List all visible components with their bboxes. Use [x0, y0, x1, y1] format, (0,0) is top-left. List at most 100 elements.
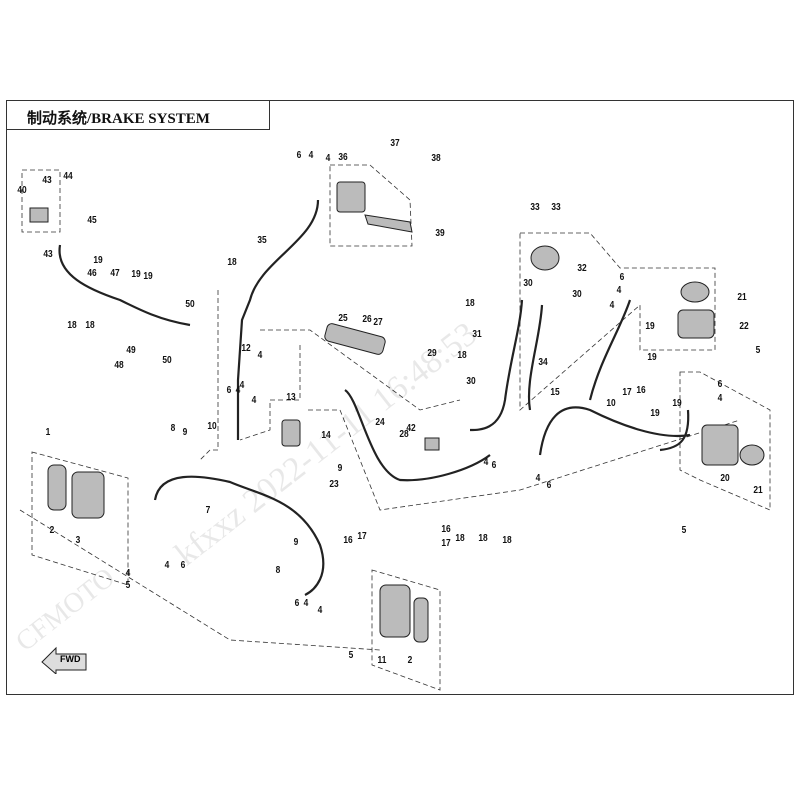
callout-49: 49 — [126, 344, 136, 356]
callout-14: 14 — [321, 429, 331, 441]
callout-19: 19 — [143, 270, 153, 282]
components — [29, 181, 765, 643]
rear-pad-upper-icon — [680, 281, 710, 303]
callout-1: 1 — [45, 426, 51, 438]
callout-30: 30 — [466, 375, 476, 387]
callout-18: 18 — [455, 532, 465, 544]
callout-12: 12 — [241, 342, 251, 354]
callout-21: 21 — [737, 291, 747, 303]
callout-19: 19 — [645, 320, 655, 332]
callout-9: 9 — [182, 426, 188, 438]
callout-45: 45 — [87, 214, 97, 226]
callout-4: 4 — [717, 392, 723, 404]
brake-pad-icon — [413, 597, 429, 643]
callout-7: 7 — [205, 504, 211, 516]
callout-19: 19 — [647, 351, 657, 363]
callout-19: 19 — [131, 268, 141, 280]
front-left-caliper-group — [31, 451, 129, 586]
callout-50: 50 — [185, 298, 195, 310]
front-right-caliper-icon — [379, 584, 411, 638]
callout-19: 19 — [650, 407, 660, 419]
callout-11: 11 — [377, 654, 387, 666]
callout-15: 15 — [550, 386, 560, 398]
fwd-arrow: FWD — [40, 644, 90, 679]
callout-5: 5 — [681, 524, 687, 536]
callout-30: 30 — [523, 277, 533, 289]
callout-2: 2 — [49, 524, 55, 536]
callout-16: 16 — [343, 534, 353, 546]
callout-35: 35 — [257, 234, 267, 246]
callout-6: 6 — [180, 559, 186, 571]
callout-17: 17 — [441, 537, 451, 549]
callout-5: 5 — [125, 579, 131, 591]
callout-32: 32 — [577, 262, 587, 274]
front-right-caliper-group — [371, 569, 441, 691]
callout-4: 4 — [125, 567, 131, 579]
callout-4: 4 — [616, 284, 622, 296]
callout-48: 48 — [114, 359, 124, 371]
callout-30: 30 — [572, 288, 582, 300]
hose-15 — [538, 406, 691, 456]
brake-pad-icon — [47, 464, 67, 511]
rear-caliper-lower-icon — [701, 424, 739, 466]
callout-4: 4 — [609, 299, 615, 311]
callout-6: 6 — [619, 271, 625, 283]
callout-9: 9 — [293, 536, 299, 548]
callout-9: 9 — [337, 462, 343, 474]
rear-caliper-upper-icon — [677, 309, 715, 339]
cable-handbrake — [58, 244, 191, 327]
callout-24: 24 — [375, 416, 385, 428]
callout-6: 6 — [226, 384, 232, 396]
callout-19: 19 — [672, 397, 682, 409]
callout-23: 23 — [329, 478, 339, 490]
callout-4: 4 — [535, 472, 541, 484]
callout-4: 4 — [239, 379, 245, 391]
arrow-icon — [41, 646, 87, 676]
callout-8: 8 — [275, 564, 281, 576]
callout-17: 17 — [357, 530, 367, 542]
callout-4: 4 — [303, 597, 309, 609]
master-cylinder-group — [329, 164, 413, 247]
hose-34 — [527, 304, 544, 411]
callout-5: 5 — [755, 344, 761, 356]
callout-37: 37 — [390, 137, 400, 149]
callout-50: 50 — [162, 354, 172, 366]
brake-lever-icon — [364, 214, 413, 233]
callout-18: 18 — [502, 534, 512, 546]
callout-39: 39 — [435, 227, 445, 239]
hose-rear-lower — [659, 409, 690, 452]
callout-46: 46 — [87, 267, 97, 279]
callout-18: 18 — [67, 319, 77, 331]
callout-20: 20 — [720, 472, 730, 484]
callout-2: 2 — [407, 654, 413, 666]
brake-hoses — [58, 199, 691, 596]
callout-4: 4 — [251, 394, 257, 406]
rear-pad-lower-icon — [739, 444, 765, 466]
callout-29: 29 — [427, 347, 437, 359]
callout-8: 8 — [170, 422, 176, 434]
hose-24 — [344, 389, 491, 482]
front-left-caliper-icon — [71, 471, 105, 519]
handle-lever-icon — [29, 207, 49, 223]
callout-40: 40 — [17, 184, 27, 196]
callout-31: 31 — [472, 328, 482, 340]
callout-44: 44 — [63, 170, 73, 182]
callout-28: 28 — [399, 428, 409, 440]
callout-5: 5 — [348, 649, 354, 661]
callout-43: 43 — [43, 248, 53, 260]
callout-19: 19 — [93, 254, 103, 266]
hose-rear-upper — [588, 299, 632, 401]
callout-18: 18 — [457, 349, 467, 361]
callout-16: 16 — [441, 523, 451, 535]
hose-7 — [153, 475, 325, 596]
callout-34: 34 — [538, 356, 548, 368]
callout-4: 4 — [317, 604, 323, 616]
callout-42: 42 — [406, 422, 416, 434]
callout-43: 43 — [42, 174, 52, 186]
callout-21: 21 — [753, 484, 763, 496]
callout-36: 36 — [338, 151, 348, 163]
callout-38: 38 — [431, 152, 441, 164]
bracket-25-icon — [324, 323, 386, 355]
callout-16: 16 — [636, 384, 646, 396]
